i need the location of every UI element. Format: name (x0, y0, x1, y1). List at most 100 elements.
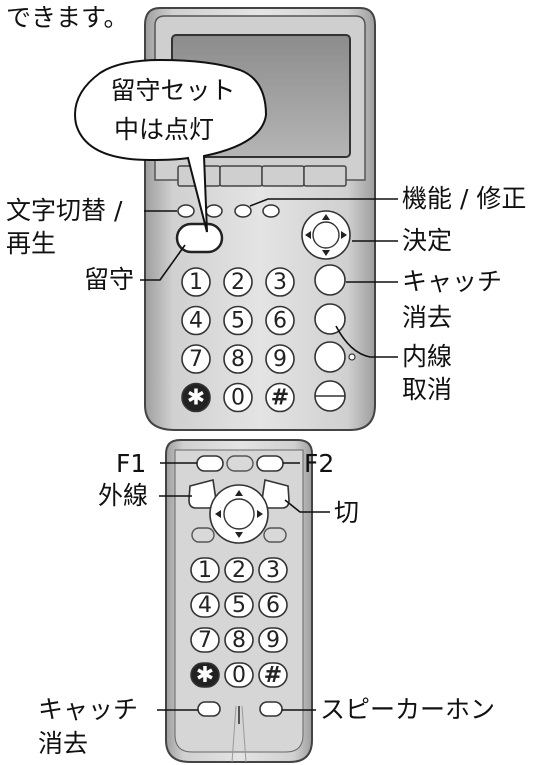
keypad-key-label: 0 (231, 386, 245, 411)
label-confirm: 決定 (402, 226, 452, 255)
keypad-key-label: # (271, 386, 289, 411)
nav-up-icon (322, 214, 330, 220)
keypad-key-hash[interactable]: # (258, 662, 288, 688)
keypad-key-5[interactable]: 5 (224, 592, 254, 618)
keypad-key-label: ✱ (187, 386, 205, 411)
hook-button[interactable] (314, 380, 346, 412)
answering-led (205, 204, 223, 218)
keypad-key-9[interactable]: 9 (258, 627, 288, 653)
label-text-switch-1: 文字切替 / (6, 196, 123, 225)
keypad-key-0[interactable]: 0 (224, 662, 254, 688)
keypad-key-label: 7 (198, 628, 212, 653)
intercom-cancel-button[interactable] (314, 341, 346, 373)
blank-button[interactable] (314, 303, 346, 335)
bubble-line-1: 留守セット (110, 76, 235, 105)
keypad-key-label: 9 (273, 347, 287, 372)
keypad-key-star[interactable]: ✱ (181, 382, 211, 413)
handset-catch-delete-button[interactable] (197, 701, 221, 717)
keypad-key-6[interactable]: 6 (265, 305, 295, 336)
keypad-key-7[interactable]: 7 (190, 627, 220, 653)
keypad-key-label: 2 (231, 270, 245, 295)
label-catch-handset-1: キャッチ (38, 695, 138, 724)
nav-left-icon (305, 231, 311, 239)
label-speakerphone: スピーカーホン (320, 695, 495, 724)
keypad-key-8[interactable]: 8 (224, 627, 254, 653)
led-callout-bubble: 留守セット 中は点灯 (74, 58, 268, 233)
catch-delete-button[interactable] (314, 264, 346, 296)
bubble-line-2: 中は点灯 (114, 115, 214, 144)
keypad-key-label: 1 (198, 558, 212, 583)
keypad-key-label: # (264, 663, 282, 688)
label-catch-1: キャッチ (402, 267, 502, 296)
leader-intercom (335, 325, 398, 358)
label-f1: F1 (116, 449, 146, 478)
f1-button[interactable] (196, 455, 224, 472)
right-soft-button[interactable] (263, 527, 287, 543)
keypad-key-label: 5 (232, 593, 246, 618)
keypad-key-2[interactable]: 2 (224, 557, 254, 583)
keypad-key-8[interactable]: 8 (223, 344, 253, 374)
nav-down-icon (322, 250, 330, 256)
keypad-key-4[interactable]: 4 (181, 305, 211, 336)
label-f2: F2 (304, 449, 334, 478)
label-function-edit: 機能 / 修正 (402, 184, 526, 213)
confirm-button[interactable] (312, 221, 340, 249)
nav-down-icon (235, 532, 243, 538)
leader-function-edit (249, 198, 398, 207)
keypad-key-label: 2 (232, 558, 246, 583)
keypad-key-hash[interactable]: # (265, 382, 295, 413)
nav-left-icon (215, 510, 221, 518)
keypad-key-label: 1 (189, 270, 203, 295)
keypad-key-label: 4 (189, 309, 203, 334)
keypad-key-6[interactable]: 6 (258, 592, 288, 618)
keypad-key-2[interactable]: 2 (223, 267, 253, 297)
text-switch-button[interactable] (177, 204, 195, 218)
label-catch-2: 消去 (402, 303, 452, 332)
handset-groove (231, 705, 247, 763)
keypad-key-3[interactable]: 3 (258, 557, 288, 583)
keypad-key-label: 3 (266, 558, 280, 583)
label-answering: 留守 (84, 265, 134, 294)
keypad-key-star[interactable]: ✱ (190, 662, 220, 688)
keypad-key-5[interactable]: 5 (223, 305, 253, 336)
top-text: できます。 (6, 3, 129, 32)
keypad-key-label: ✱ (196, 663, 214, 688)
leader-hang-up (284, 499, 330, 513)
label-intercom-1: 内線 (402, 342, 452, 371)
label-catch-handset-2: 消去 (38, 729, 88, 758)
label-outside-line: 外線 (98, 481, 148, 510)
keypad-key-label: 6 (266, 593, 280, 618)
label-hang-up: 切 (334, 498, 359, 527)
leader-answering (140, 244, 186, 281)
keypad-key-label: 0 (232, 663, 246, 688)
handset-nav-pad[interactable] (209, 484, 269, 544)
nav-right-icon (257, 510, 263, 518)
keypad-key-4[interactable]: 4 (190, 592, 220, 618)
nav-up-icon (235, 490, 243, 496)
answering-button[interactable] (175, 222, 224, 254)
small-button[interactable] (262, 204, 280, 218)
label-text-switch-2: 再生 (6, 229, 56, 258)
keypad-key-label: 3 (273, 270, 287, 295)
f2-button[interactable] (256, 455, 284, 472)
keypad-key-label: 9 (266, 628, 280, 653)
keypad-key-9[interactable]: 9 (265, 344, 295, 374)
keypad-key-3[interactable]: 3 (265, 267, 295, 297)
keypad-key-1[interactable]: 1 (181, 267, 211, 297)
keypad-key-7[interactable]: 7 (181, 344, 211, 374)
nav-pad[interactable] (301, 210, 351, 260)
speakerphone-button[interactable] (259, 701, 283, 717)
keypad-key-label: 8 (231, 347, 245, 372)
keypad-key-label: 6 (273, 309, 287, 334)
left-soft-button[interactable] (191, 527, 215, 543)
intercom-indicator (348, 353, 356, 361)
label-intercom-2: 取消 (402, 375, 452, 404)
center-function-button[interactable] (226, 455, 254, 472)
keypad-key-1[interactable]: 1 (190, 557, 220, 583)
keypad-key-0[interactable]: 0 (223, 382, 253, 413)
function-edit-button[interactable] (234, 204, 252, 218)
keypad-key-label: 4 (198, 593, 212, 618)
